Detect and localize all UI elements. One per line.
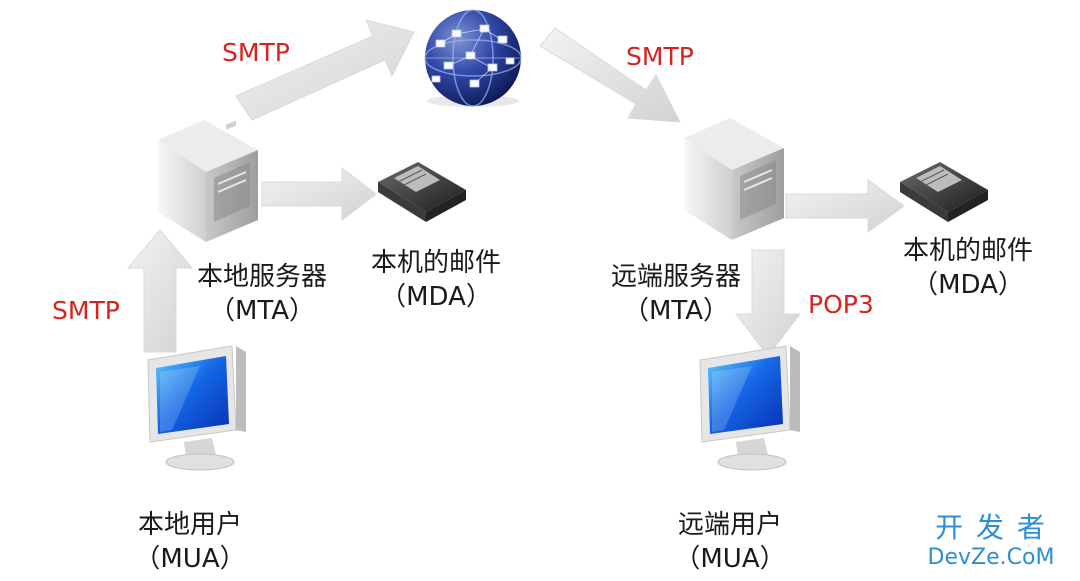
local-mailbox-name: 本机的邮件 bbox=[370, 248, 501, 278]
internet-globe-icon bbox=[424, 9, 522, 107]
local-user-monitor-icon bbox=[147, 345, 246, 471]
local-user-name: 本地用户 bbox=[137, 510, 242, 540]
local-server-abbr: （MTA） bbox=[208, 296, 316, 326]
local-mailbox-label: 本机的邮件 （MDA） bbox=[356, 246, 516, 314]
arrow-user-to-local-server bbox=[126, 229, 194, 353]
remote-server-icon bbox=[684, 118, 784, 240]
remote-mailbox-abbr: （MDA） bbox=[912, 270, 1024, 300]
protocol-label-smtp-left: SMTP bbox=[52, 296, 120, 325]
watermark-line-2: DevZe.CoM bbox=[927, 545, 1055, 570]
remote-mailbox-name: 本机的邮件 bbox=[902, 236, 1033, 266]
remote-server-label: 远端服务器 （MTA） bbox=[596, 260, 756, 328]
remote-mailbox-label: 本机的邮件 （MDA） bbox=[888, 234, 1048, 302]
local-mailbox-abbr: （MDA） bbox=[380, 282, 492, 312]
remote-mailbox-hdd-icon bbox=[900, 162, 988, 222]
remote-user-label: 远端用户 （MUA） bbox=[650, 508, 810, 576]
local-user-label: 本地用户 （MUA） bbox=[110, 508, 270, 576]
protocol-label-pop3: POP3 bbox=[808, 290, 874, 319]
watermark-line-1: 开 发 者 bbox=[935, 511, 1047, 544]
local-server-name: 本地服务器 bbox=[196, 262, 327, 292]
arrow-local-server-to-internet bbox=[235, 19, 415, 121]
watermark: 开 发 者 DevZe.CoM bbox=[916, 512, 1066, 572]
protocol-label-smtp-top-right: SMTP bbox=[626, 42, 694, 71]
local-user-abbr: （MUA） bbox=[134, 544, 246, 574]
remote-server-abbr: （MTA） bbox=[622, 296, 730, 326]
remote-user-name: 远端用户 bbox=[677, 510, 782, 540]
local-mailbox-hdd-icon bbox=[378, 162, 466, 222]
arrow-internet-to-remote-server bbox=[539, 27, 681, 123]
remote-user-monitor-icon bbox=[699, 345, 800, 471]
arrow-local-server-to-mailbox bbox=[261, 166, 377, 222]
remote-user-abbr: （MUA） bbox=[674, 544, 786, 574]
local-server-icon bbox=[158, 120, 258, 242]
local-server-label: 本地服务器 （MTA） bbox=[182, 260, 342, 328]
remote-server-name: 远端服务器 bbox=[610, 262, 741, 292]
protocol-label-smtp-top-left: SMTP bbox=[222, 38, 290, 67]
arrow-remote-server-to-user bbox=[734, 249, 802, 357]
arrow-remote-server-to-mailbox bbox=[785, 179, 905, 233]
